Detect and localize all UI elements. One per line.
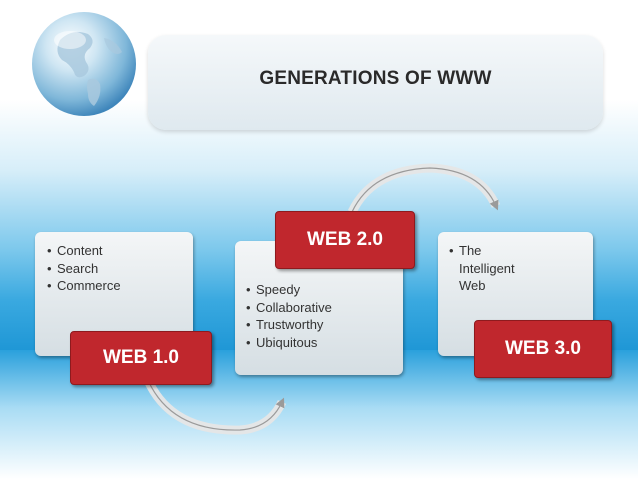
globe-icon xyxy=(32,12,136,116)
web1-feature-list: Content Search Commerce xyxy=(47,242,121,295)
curved-arrow-icon xyxy=(142,376,287,435)
list-item: Content xyxy=(47,242,121,260)
web1-label: WEB 1.0 xyxy=(70,331,212,385)
list-item: Search xyxy=(47,260,121,278)
list-item: Speedy xyxy=(246,281,332,299)
page-title: GENERATIONS OF WWW xyxy=(259,68,492,89)
web2-feature-list: Speedy Collaborative Trustworthy Ubiquit… xyxy=(246,281,332,351)
curved-arrow-icon xyxy=(347,163,501,215)
web3-box: The Intelligent Web xyxy=(438,232,593,356)
list-item: Ubiquitous xyxy=(246,334,332,352)
title-box xyxy=(148,35,603,130)
web3-feature-list: The Intelligent Web xyxy=(449,242,527,295)
list-item: The Intelligent Web xyxy=(449,242,527,295)
list-item: Collaborative xyxy=(246,299,332,317)
list-item: Commerce xyxy=(47,277,121,295)
web3-label: WEB 3.0 xyxy=(474,320,612,378)
web2-label: WEB 2.0 xyxy=(275,211,415,269)
list-item: Trustworthy xyxy=(246,316,332,334)
